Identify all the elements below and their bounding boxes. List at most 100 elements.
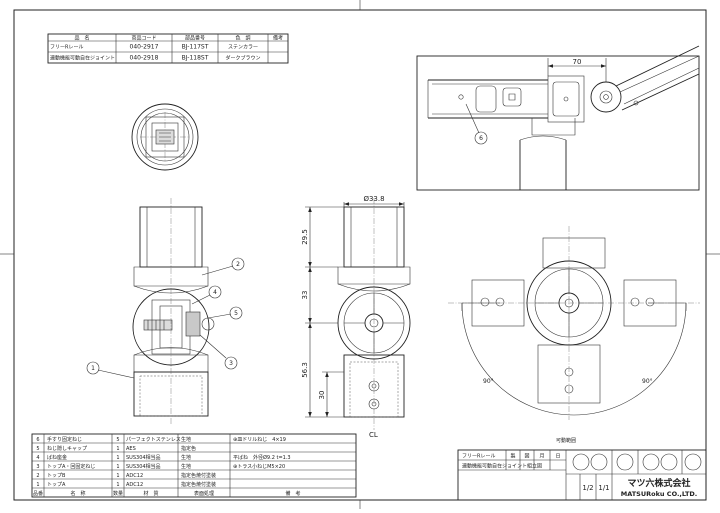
dim-33: 33: [301, 291, 309, 300]
header-col-remarks: 備考: [273, 35, 283, 42]
title-label-tsuki: 月: [539, 454, 544, 460]
front-balloon-1: 1: [86, 361, 135, 379]
title-scale: 1/2: [582, 484, 593, 492]
angle-right: 90°: [642, 378, 653, 385]
parts-header-row: 品番 名 称 数量 材 質 表面処理 備 考: [33, 490, 301, 497]
header-row2-code: 040-2918: [130, 55, 159, 62]
balloon-1-text: 1: [91, 365, 95, 372]
svg-text:⊕皿ドリルねじ 4×19: ⊕皿ドリルねじ 4×19: [233, 437, 286, 443]
header-row1-partno: BJ-117ST: [182, 44, 209, 51]
header-row2-partno: BJ-118ST: [182, 55, 209, 62]
header-row1-code: 040-2917: [130, 44, 159, 51]
svg-text:ADC12: ADC12: [126, 473, 143, 479]
svg-text:平ばね 外径Ø9.2 t=1.3: 平ばね 外径Ø9.2 t=1.3: [233, 454, 291, 461]
svg-text:1: 1: [116, 473, 119, 479]
front-balloon-2: 2: [201, 257, 245, 276]
approval-stamp-4: [642, 453, 660, 471]
title-label-zu: 図: [524, 454, 529, 460]
title-sheet: 1/1: [598, 484, 609, 492]
svg-text:3: 3: [36, 464, 39, 470]
dim-30: 30: [318, 391, 326, 400]
parts-table: 6 手すり固定ねじ 5 パーフェクトステンレス 生地 ⊕皿ドリルねじ 4×19 …: [31, 433, 357, 498]
front-balloon-5: 5: [207, 306, 243, 320]
range-caption: 可動範囲: [556, 437, 576, 444]
detail-balloon-6: 6: [479, 135, 483, 142]
dim-56-3: 56.3: [301, 362, 309, 378]
svg-text:5: 5: [116, 437, 119, 443]
parts-row-2: 2 トップB 1 ADC12 指定色焼付塗装: [36, 472, 216, 479]
svg-text:⊕トラス小ねじM5×20: ⊕トラス小ねじM5×20: [233, 463, 285, 470]
svg-text:1: 1: [116, 446, 119, 452]
company-name: マツ六株式会社: [627, 477, 690, 489]
svg-text:SUS304相当品: SUS304相当品: [126, 463, 161, 470]
detail-view: 70 6: [416, 45, 700, 191]
balloon-4-text: 4: [213, 289, 217, 296]
svg-text:ねじ隠しキャップ: ねじ隠しキャップ: [47, 445, 87, 452]
angle-left: 90°: [483, 378, 494, 385]
svg-text:1: 1: [116, 482, 119, 488]
svg-text:1: 1: [116, 464, 119, 470]
dim-29-5: 29.5: [301, 229, 309, 245]
svg-text:品番: 品番: [33, 490, 43, 497]
parts-row-3: 3 トップA・回固定ねじ 1 SUS304相当品 生地 ⊕トラス小ねじM5×20: [36, 463, 285, 470]
svg-text:AES: AES: [126, 446, 136, 452]
title-label-hi: 日: [555, 454, 560, 460]
svg-text:指定色焼付塗装: 指定色焼付塗装: [181, 481, 216, 488]
header-row2-color: ダークブラウン: [225, 55, 260, 62]
svg-text:手すり固定ねじ: 手すり固定ねじ: [47, 436, 82, 443]
header-col-name: 品 名: [74, 35, 89, 42]
dim-diameter: Ø33.8: [363, 195, 384, 203]
svg-text:生地: 生地: [181, 436, 191, 443]
svg-text:パーフェクトステンレス: パーフェクトステンレス: [126, 437, 181, 443]
svg-text:1: 1: [116, 455, 119, 461]
svg-text:生地: 生地: [181, 463, 191, 470]
header-row2-name: 連動機能可動自在ジョイント: [50, 55, 115, 62]
svg-text:数量: 数量: [113, 490, 123, 497]
header-row1-color: ステンカラー: [228, 45, 258, 51]
title-drawing-name: 連動機能可動自在ジョイント組立図: [462, 463, 542, 470]
svg-text:6: 6: [36, 437, 39, 443]
svg-text:材 質: 材 質: [143, 490, 158, 497]
balloon-3-text: 3: [229, 360, 233, 367]
front-balloon-3: 3: [199, 334, 238, 370]
parts-row-5: 5 ねじ隠しキャップ 1 AES 指定色: [36, 445, 196, 452]
centerline-label: CL: [369, 431, 378, 439]
svg-text:2: 2: [36, 473, 39, 479]
company-name-en: MATSURoku CO.,LTD.: [621, 490, 698, 498]
header-col-code: 商品コード: [131, 35, 156, 42]
svg-text:SUS304相当品: SUS304相当品: [126, 454, 161, 461]
svg-text:4: 4: [36, 455, 39, 461]
approval-stamp-1: [572, 453, 590, 471]
approval-stamp-6: [684, 453, 702, 471]
svg-text:名 称: 名 称: [70, 490, 85, 497]
svg-text:備 考: 備 考: [285, 490, 300, 497]
parts-row-6: 6 手すり固定ねじ 5 パーフェクトステンレス 生地 ⊕皿ドリルねじ 4×19: [36, 436, 286, 443]
svg-text:トップA・回固定ねじ: トップA・回固定ねじ: [47, 463, 95, 470]
header-col-partno: 部品番号: [185, 35, 205, 42]
svg-text:1: 1: [36, 482, 39, 488]
balloon-5-text: 5: [234, 310, 238, 317]
svg-text:トップB: トップB: [47, 473, 66, 479]
svg-text:ばね座金: ばね座金: [47, 454, 67, 461]
sheet-border: [13, 9, 707, 501]
svg-text:ADC12: ADC12: [126, 482, 143, 488]
side-view: CL Ø33.8 29.5 33 56.3 30: [301, 195, 411, 439]
parts-row-1: 1 トップA 1 ADC12 指定色焼付塗装: [36, 481, 216, 488]
approval-stamp-3: [616, 453, 634, 471]
parts-row-4: 4 ばね座金 1 SUS304相当品 生地 平ばね 外径Ø9.2 t=1.3: [36, 454, 290, 461]
header-col-color: 色 調: [235, 35, 250, 42]
balloon-2-text: 2: [236, 261, 240, 268]
svg-text:トップA: トップA: [47, 482, 66, 488]
range-view: 90° 90° 可動範囲: [448, 226, 700, 444]
header-row1-name: フリーRレール: [50, 45, 83, 51]
svg-text:表面処理: 表面処理: [194, 490, 214, 497]
svg-text:5: 5: [36, 446, 39, 452]
top-view: [131, 103, 199, 171]
front-view: 2 4 5 3 1: [86, 198, 245, 425]
title-block: フリーRレール 連動機能可動自在ジョイント組立図 製 図 月 日 1/2 1/1…: [457, 449, 707, 501]
svg-text:生地: 生地: [181, 454, 191, 461]
svg-text:指定色焼付塗装: 指定色焼付塗装: [181, 472, 216, 479]
title-product: フリーRレール: [462, 454, 495, 460]
